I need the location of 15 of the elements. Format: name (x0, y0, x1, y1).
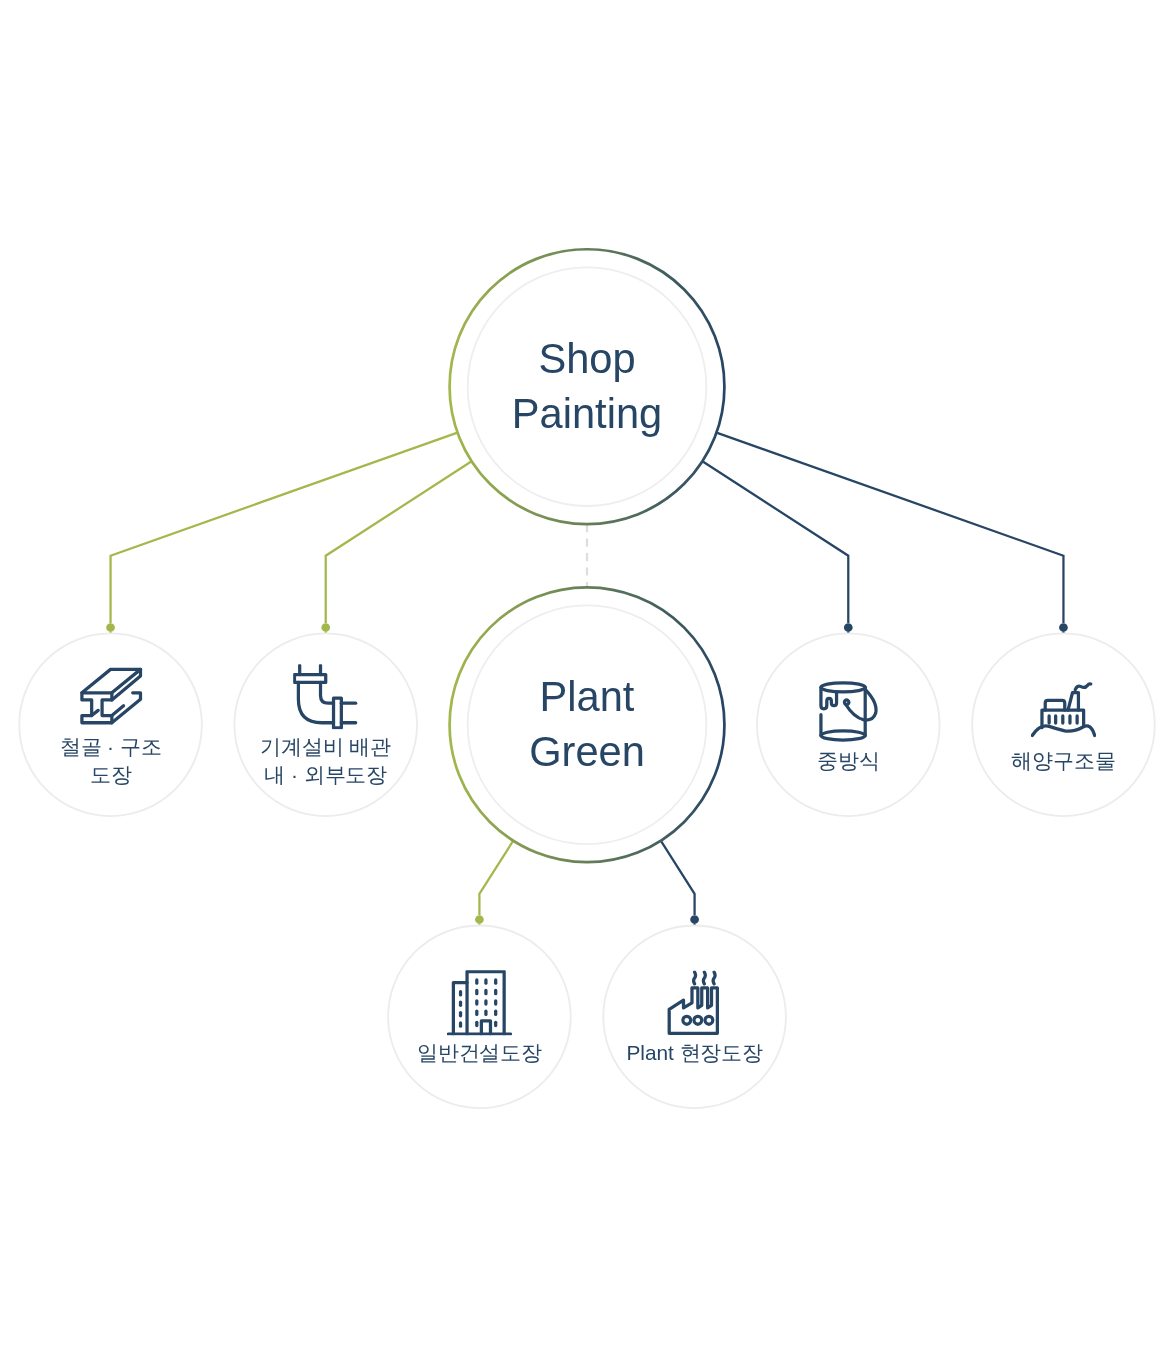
connector-line (473, 839, 515, 926)
node-label: Shop Painting (510, 334, 664, 439)
connector-line (320, 460, 473, 634)
dashed-connector (585, 523, 589, 588)
connector-line (716, 431, 1069, 634)
node-label: 철골 · 구조 도장 (58, 733, 163, 789)
node-label: Plant Green (528, 672, 646, 777)
node-label: 기계설비 배관 내 · 외부도장 (259, 733, 392, 789)
node-label: 중방식 (816, 747, 881, 775)
node-label: 일반건설도장 (416, 1039, 543, 1067)
node-label: 해양구조물 (1010, 747, 1117, 775)
connector-line (105, 431, 458, 634)
connector-line (701, 460, 854, 634)
connector-line (659, 839, 701, 926)
node-label: Plant 현장도장 (625, 1039, 764, 1067)
